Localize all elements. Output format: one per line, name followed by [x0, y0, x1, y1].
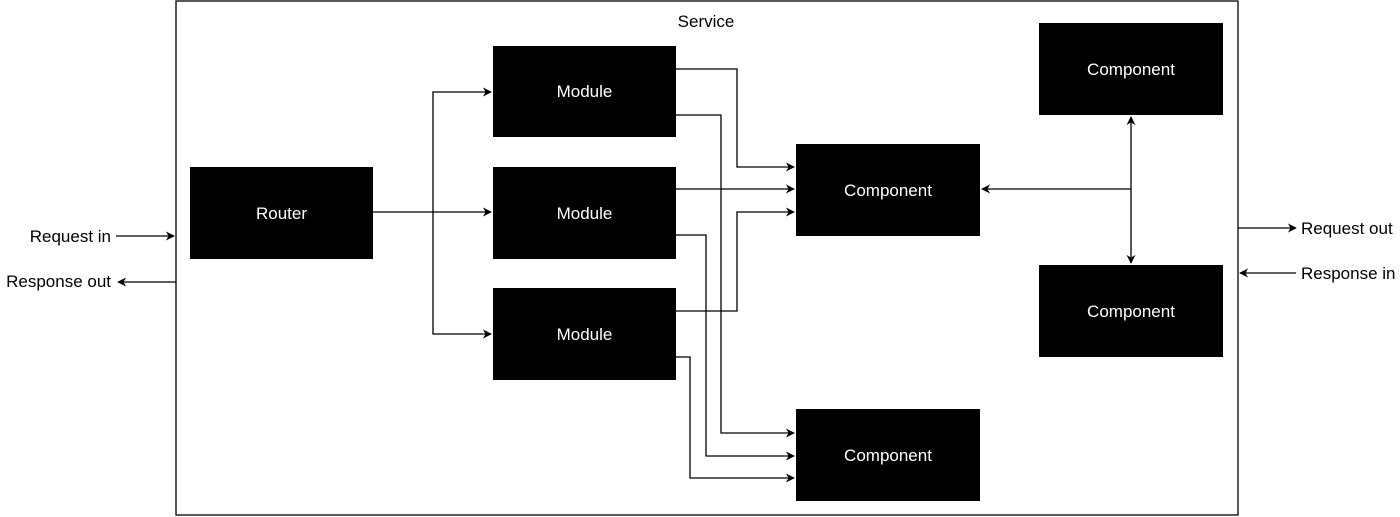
module-node-3[interactable]: Module [493, 288, 676, 380]
component-label-bottom: Component [844, 446, 932, 465]
component-node-bottom[interactable]: Component [796, 409, 980, 501]
component-node-center[interactable]: Component [796, 144, 980, 236]
module-label-1: Module [557, 82, 613, 101]
request-out-label: Request out [1301, 219, 1393, 238]
component-label-center: Component [844, 181, 932, 200]
module-node-2[interactable]: Module [493, 167, 676, 259]
edge-module-3-component-bottom [676, 356, 795, 483]
module-label-2: Module [557, 204, 613, 223]
component-label-top-right: Component [1087, 60, 1175, 79]
edge-router-module-1 [432, 87, 492, 212]
request-in-label: Request in [30, 227, 111, 246]
service-container [175, 0, 1239, 516]
component-node-top-right[interactable]: Component [1039, 23, 1223, 115]
router-node[interactable]: Router [190, 167, 373, 259]
service-title: Service [678, 12, 735, 31]
response-in-label: Response in [1301, 264, 1396, 283]
edge-module-1-component-bottom [676, 114, 795, 438]
component-node-bottom-right[interactable]: Component [1039, 265, 1223, 357]
module-label-3: Module [557, 325, 613, 344]
component-label-bottom-right: Component [1087, 302, 1175, 321]
edge-module-1-component-center [676, 68, 795, 172]
response-out-label: Response out [6, 272, 111, 291]
router-label: Router [256, 204, 307, 223]
edge-router-module-3 [432, 212, 492, 339]
module-node-1[interactable]: Module [493, 46, 676, 137]
edge-module-2-component-bottom [676, 234, 795, 461]
edge-module-3-component-center [676, 207, 795, 312]
